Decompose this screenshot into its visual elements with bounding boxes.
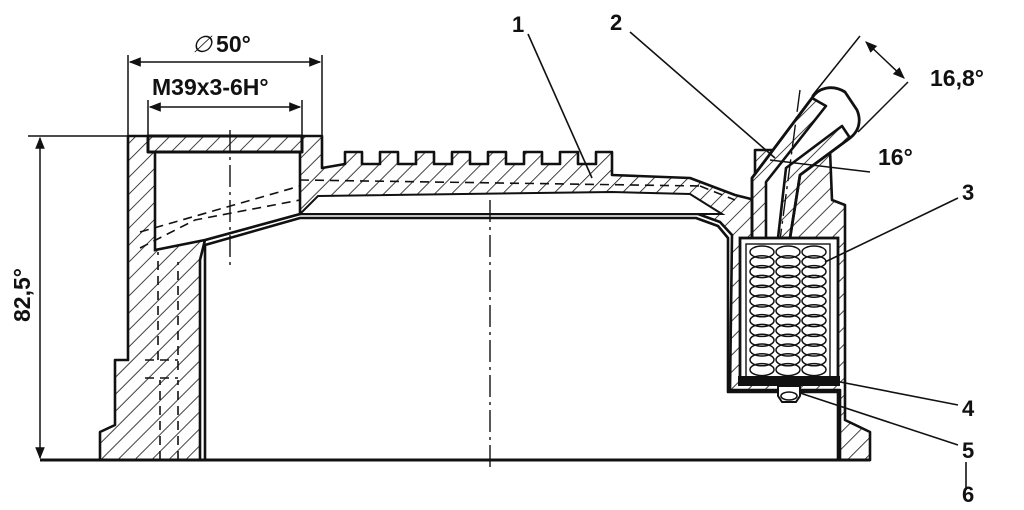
spring-coil	[801, 245, 827, 259]
spring-coil	[775, 294, 801, 308]
tube-inner-leader	[769, 159, 871, 173]
dimension-diameter: ∅50°	[127, 31, 323, 136]
callout-3-label: 3	[962, 180, 974, 205]
callout-2: 2	[610, 10, 776, 159]
callout-5-label: 5	[962, 438, 974, 463]
spring-coil	[801, 294, 827, 308]
spring-coil	[775, 333, 801, 347]
callout-3: 3	[824, 180, 974, 263]
filter-cup	[738, 236, 840, 386]
spring-coil	[775, 274, 801, 289]
spring-coil	[801, 362, 827, 377]
spring-coil	[801, 353, 827, 367]
thread-label: M39x3-6H°	[152, 74, 269, 100]
spring-coil	[749, 294, 775, 308]
spring-coil	[775, 245, 801, 259]
spring-coil	[775, 343, 801, 357]
spring-coil	[775, 264, 801, 279]
dimension-tube: 16,8° 16°	[811, 35, 984, 170]
tube-diameter-label: 16,8°	[930, 65, 984, 91]
callout-2-label: 2	[610, 10, 622, 35]
spring-coil	[749, 323, 775, 338]
spring-coil	[749, 353, 775, 367]
spring-coil	[775, 313, 801, 328]
spring-coil	[749, 304, 775, 318]
spring-coil	[749, 313, 775, 328]
spring-coil	[775, 284, 801, 298]
spring-coil	[775, 353, 801, 367]
spring-coil	[801, 264, 827, 279]
spring-coil	[749, 362, 775, 377]
diameter-label: ∅50°	[192, 31, 251, 57]
spring-coil	[801, 304, 827, 318]
spring-coil	[749, 343, 775, 357]
spring-coil	[749, 264, 775, 279]
filter-bottom-plate	[738, 376, 840, 386]
callout-6-label: 6	[962, 482, 974, 507]
spring-coil	[801, 274, 827, 289]
spring-coil	[801, 284, 827, 298]
callout-4: 4	[834, 380, 975, 421]
callout-5: 5	[799, 392, 974, 463]
dimension-height: 82,5°	[9, 135, 128, 460]
screw	[777, 385, 801, 403]
tube-inner-label: 16°	[878, 144, 913, 170]
height-label: 82,5°	[9, 268, 35, 322]
callout-1-label: 1	[512, 12, 524, 37]
spring-coil	[749, 274, 775, 289]
spring-coil	[775, 323, 801, 338]
spring-coil	[749, 255, 775, 269]
spring-coil	[801, 333, 827, 347]
hidden-lines-left	[139, 185, 301, 460]
spring-coil	[801, 343, 827, 357]
rib-core	[297, 190, 726, 215]
tube-centerline	[779, 89, 801, 241]
filter-springs	[749, 245, 827, 377]
callout-1: 1	[512, 12, 593, 179]
hidden-lines-top	[299, 179, 736, 201]
spring-coil	[749, 284, 775, 298]
spring-coil	[775, 255, 801, 269]
dimension-thread: M39x3-6H°	[147, 74, 303, 136]
spring-coil	[801, 313, 827, 328]
callout-4-label: 4	[962, 396, 975, 421]
spring-coil	[801, 323, 827, 338]
spring-coil	[749, 245, 775, 259]
spring-coil	[775, 304, 801, 318]
spring-coil	[749, 333, 775, 347]
callout-6: 6	[962, 462, 974, 507]
spring-coil	[775, 362, 801, 377]
filter-element	[738, 236, 840, 403]
